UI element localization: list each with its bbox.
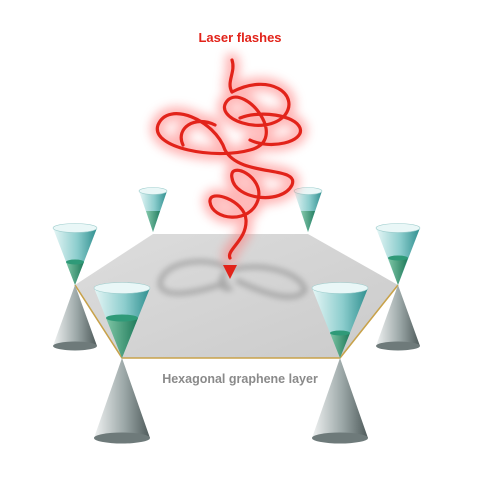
graphene-layer-label: Hexagonal graphene layer — [162, 372, 318, 386]
cone-right — [375, 223, 421, 351]
laser-shadow — [157, 259, 308, 300]
laser-beam — [155, 58, 302, 260]
laser-flashes-label: Laser flashes — [198, 30, 282, 45]
cone-back-left — [138, 187, 168, 232]
graphene-sheet-edge — [74, 284, 399, 359]
arrow-down-icon — [223, 265, 237, 279]
cone-left — [52, 223, 98, 351]
cone-front-right — [311, 282, 369, 444]
cone-front-left — [93, 282, 151, 444]
cone-back-right — [293, 187, 323, 232]
graphene-sheet — [75, 234, 398, 358]
